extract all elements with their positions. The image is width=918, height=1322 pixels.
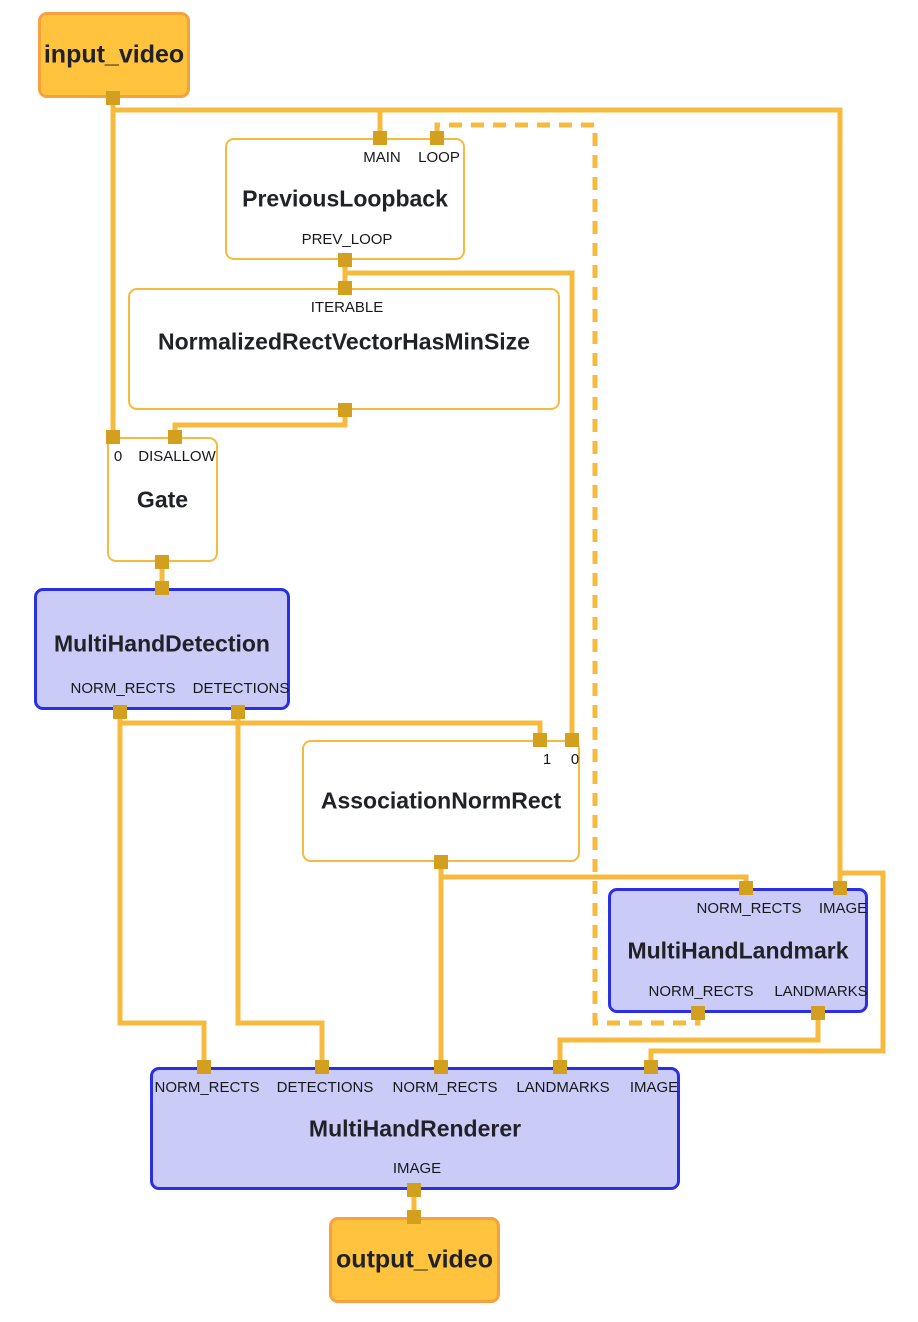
node-multi-hand-detection[interactable]: MultiHandDetection NORM_RECTS DETECTIONS [34,588,290,710]
edge-detection-normrects-to-associationnormrect-1 [120,720,543,740]
port-label-prev-loop: PREV_LOOP [301,231,393,248]
port-label-norm-rects-out: NORM_RECTS [648,983,754,1000]
port-label-main: MAIN [363,149,401,166]
node-title: NormalizedRectVectorHasMinSize [158,328,530,355]
port-label-detections: DETECTIONS [192,680,290,697]
port-label-image-out: IMAGE [392,1160,442,1177]
node-title: MultiHandRenderer [308,1115,522,1141]
port-label-image-in: IMAGE [629,1079,679,1096]
port-label-norm-rects-2: NORM_RECTS [392,1079,498,1096]
port-label-norm-rects: NORM_RECTS [70,680,176,697]
port-label-loop: LOOP [418,149,460,166]
node-input-video[interactable]: input_video [38,12,190,98]
port-label-0: 0 [570,751,580,768]
node-gate[interactable]: 0 DISALLOW Gate [107,437,218,562]
node-title: PreviousLoopback [242,185,448,212]
node-title: input_video [43,40,185,69]
edge-association-to-landmark-normrects [441,874,749,888]
node-title: Gate [136,486,189,512]
port-label-norm-rects-1: NORM_RECTS [154,1079,260,1096]
port-label-landmarks-out: LANDMARKS [774,983,868,1000]
node-title: MultiHandLandmark [627,937,849,963]
edge-landmark-landmarks-to-renderer [557,1013,821,1067]
edge-detection-normrects-to-renderer [117,712,207,1067]
port-label-landmarks: LANDMARKS [516,1079,610,1096]
node-association-norm-rect[interactable]: 1 0 AssociationNormRect [302,740,580,862]
port-label-norm-rects-in: NORM_RECTS [696,900,802,917]
port-label-1: 1 [542,751,552,768]
node-normalized-rect-vector-has-min-size[interactable]: ITERABLE NormalizedRectVectorHasMinSize [128,288,560,410]
node-title: AssociationNormRect [320,787,562,814]
node-multi-hand-renderer[interactable]: NORM_RECTS DETECTIONS NORM_RECTS LANDMAR… [150,1067,680,1190]
port-label-iterable: ITERABLE [310,299,384,316]
node-multi-hand-landmark[interactable]: NORM_RECTS IMAGE MultiHandLandmark NORM_… [608,888,868,1013]
node-output-video[interactable]: output_video [329,1217,500,1303]
port-label-detections: DETECTIONS [276,1079,374,1096]
port-label-disallow: DISALLOW [138,448,216,465]
port-label-image-in: IMAGE [818,900,868,917]
node-title: output_video [336,1245,493,1274]
edge-minsize-to-gate-disallow [172,410,348,437]
node-previous-loopback[interactable]: MAIN LOOP PreviousLoopback PREV_LOOP [225,138,465,260]
port-label-0: 0 [113,448,123,465]
node-title: MultiHandDetection [54,630,270,657]
